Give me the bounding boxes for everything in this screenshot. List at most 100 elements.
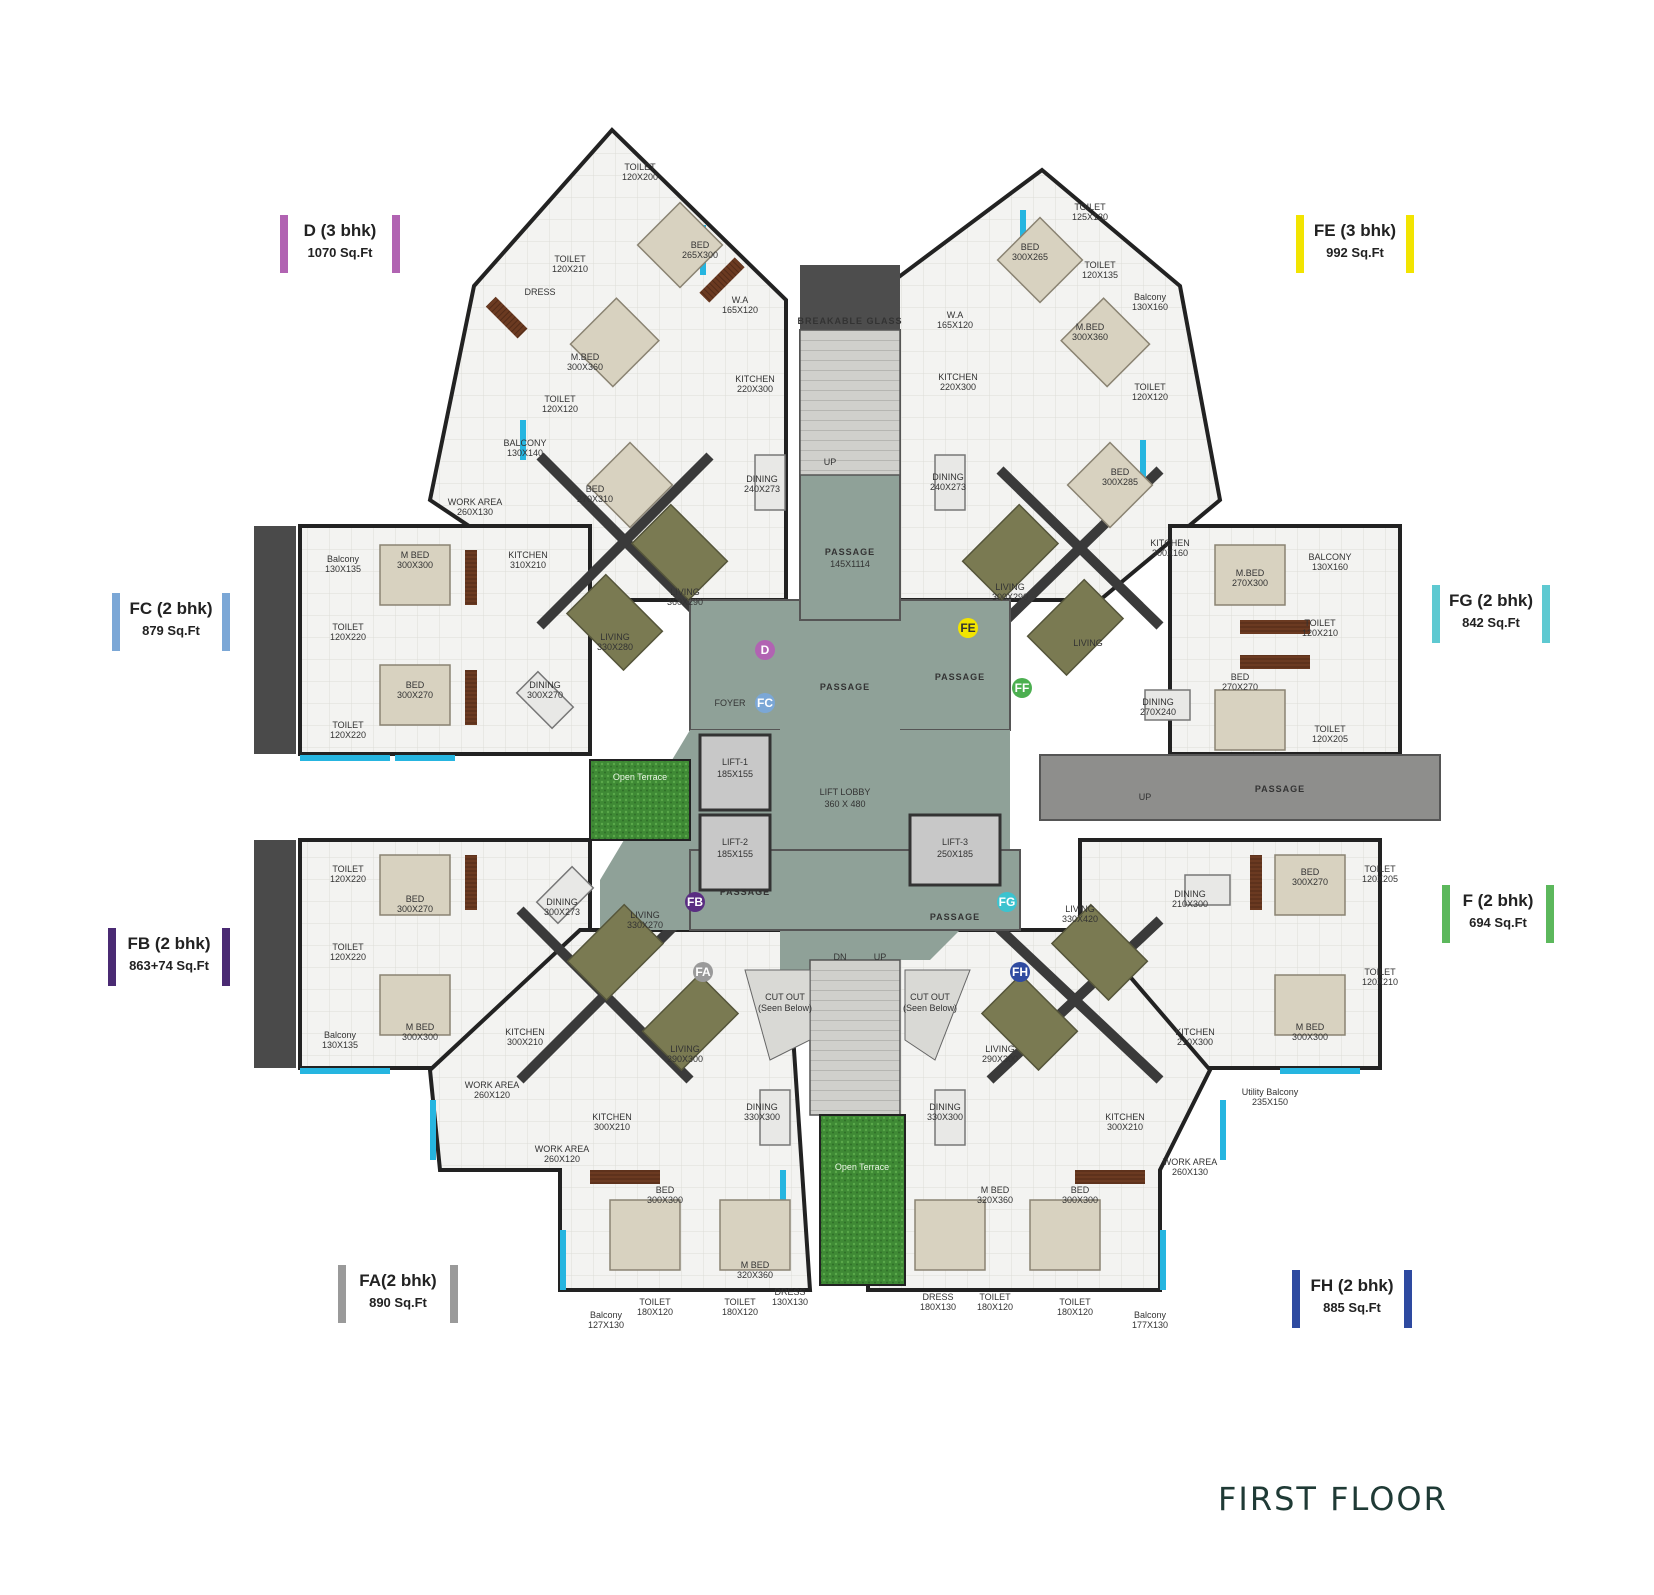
room-size: 130X160 [1312,562,1348,572]
room-label: DRESS [774,1287,805,1297]
unit-marker-d: D [755,640,775,660]
room-size: 120X220 [330,874,366,884]
room-size: 270X300 [1232,578,1268,588]
room-label: LIVING [670,587,700,597]
legend-color-bar [1546,885,1554,943]
room-label: LIVING [1073,638,1103,648]
room-size: 260X120 [544,1154,580,1164]
room-label: W.A [732,295,749,305]
unit-marker-fg: FG [997,892,1017,912]
legend-color-bar [1432,585,1440,643]
room-label: M BED [1296,1022,1325,1032]
room-size: 130X135 [325,564,361,574]
building-core [589,265,1441,1286]
room-size: 260X130 [457,507,493,517]
room-label: M BED [981,1185,1010,1195]
unit-marker-fb: FB [685,892,705,912]
passage-label-3: PASSAGE [720,887,770,897]
room-labels: TOILET 120X200 BED 265X300 TOILET 120X21… [322,162,1398,1330]
room-size: 130X160 [1132,302,1168,312]
room-label: TOILET [544,394,576,404]
room-size: 300X273 [544,907,580,917]
room-size: 300X300 [647,1195,683,1205]
room-label: TOILET [624,162,656,172]
unit-marker-circle [755,640,775,660]
room-size: 300X300 [1292,1032,1328,1042]
legend-color-bar [1292,1270,1300,1328]
room-size: 300X210 [1107,1122,1143,1132]
room-label: TOILET [1059,1297,1091,1307]
room-size: 300X160 [1152,548,1188,558]
room-size: 180X120 [1057,1307,1093,1317]
room-size: 120X120 [542,404,578,414]
legend-color-bar [450,1265,458,1323]
room-size: 270X240 [1140,707,1176,717]
legend-color-bar [1404,1270,1412,1328]
room-label: Balcony [590,1310,623,1320]
room-label: DRESS [524,287,555,297]
room-size: 360X290 [667,597,703,607]
room-label: DINING [929,1102,961,1112]
room-label: BED [406,894,425,904]
legend-unit-fc: FC (2 bhk) 879 Sq.Ft [112,593,230,655]
room-size: 330X420 [1062,914,1098,924]
room-size: 330X270 [627,920,663,930]
cut-out-sub-left: (Seen Below) [758,1003,812,1013]
unit-marker-circle [997,892,1017,912]
legend-color-bar [280,215,288,273]
legend-color-bar [112,593,120,651]
lift1-size: 185X155 [717,769,753,779]
room-label: BALCONY [503,438,546,448]
legend-color-bar [1296,215,1304,273]
room-size: 220X300 [737,384,773,394]
room-label: BED [1111,467,1130,477]
room-size: 165X120 [937,320,973,330]
room-size: 120X120 [1132,392,1168,402]
room-label: Balcony [324,1030,357,1040]
legend-unit-area: 885 Sq.Ft [1323,1300,1381,1315]
room-label: TOILET [332,864,364,874]
room-label: BALCONY [1308,552,1351,562]
room-size: 120X210 [1302,628,1338,638]
room-label: TOILET [639,1297,671,1307]
legend-unit-area: 879 Sq.Ft [142,623,200,638]
legend-unit-name: FH (2 bhk) [1310,1276,1394,1295]
room-label: DRESS [922,1292,953,1302]
room-size: 125X130 [1072,212,1108,222]
lift1-label: LIFT-1 [722,757,748,767]
legend-unit-fa: FA(2 bhk) 890 Sq.Ft [338,1265,458,1327]
room-label: LIVING [995,582,1025,592]
legend-color-bar [222,928,230,986]
room-label: M BED [401,550,430,560]
room-label: BED [1071,1185,1090,1195]
room-label: KITCHEN [1105,1112,1145,1122]
room-size: 300X300 [402,1032,438,1042]
room-label: BED [1231,672,1250,682]
room-size: 330X300 [744,1112,780,1122]
legend-unit-area: 992 Sq.Ft [1326,245,1384,260]
room-size: 290X300 [982,1054,1018,1064]
legend-color-bar [222,593,230,651]
unit-markers: D FC FE FF FB FA FG FH [685,618,1032,982]
room-label: KITCHEN [938,372,978,382]
room-label: KITCHEN [1150,538,1190,548]
room-label: DINING [1142,697,1174,707]
room-label: BED [1301,867,1320,877]
room-size: 120X220 [330,952,366,962]
room-size: 120X205 [1362,874,1398,884]
room-label: TOILET [1304,618,1336,628]
room-label: WORK AREA [1163,1157,1218,1167]
lift-lobby-label: LIFT LOBBY [820,787,871,797]
room-label: TOILET [1364,967,1396,977]
room-size: 120X220 [330,632,366,642]
lift3-size: 250X185 [937,849,973,859]
room-label: Balcony [1134,292,1167,302]
passage-label-1: PASSAGE [820,682,870,692]
room-label: TOILET [724,1297,756,1307]
room-size: 330X300 [927,1112,963,1122]
room-label: DINING [529,680,561,690]
legend-unit-fe: FE (3 bhk) 992 Sq.Ft [1296,215,1414,277]
room-size: 180X120 [977,1302,1013,1312]
room-label: BED [406,680,425,690]
room-size: 130X140 [507,448,543,458]
